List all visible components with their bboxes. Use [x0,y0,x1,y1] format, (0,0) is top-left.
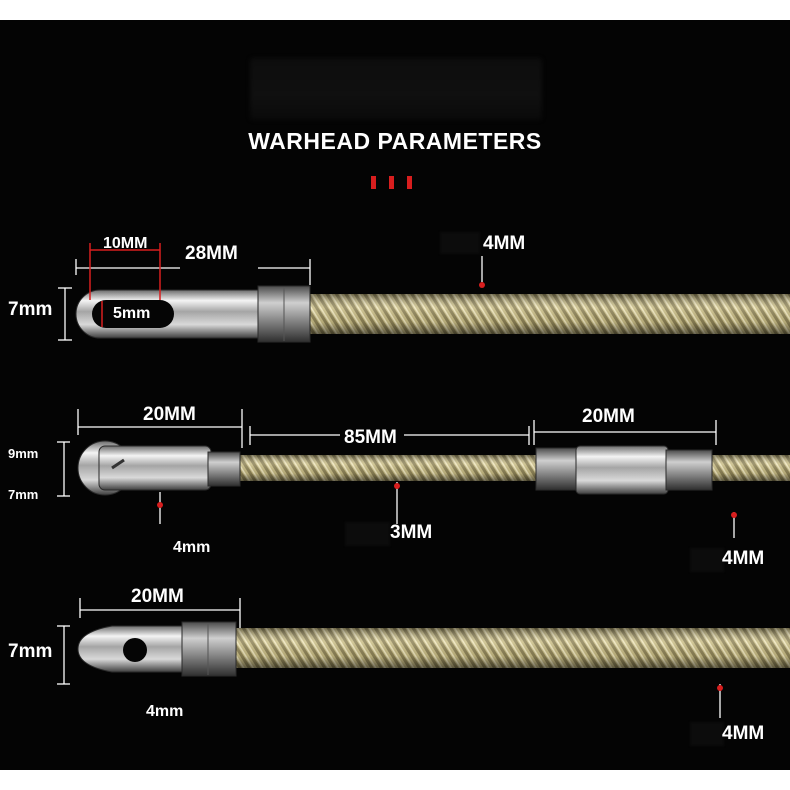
bullet-head [77,621,237,677]
span-length-label: 85MM [344,427,397,448]
dimension-lines-1 [58,256,483,341]
rope-1 [306,294,790,334]
red-tick-1 [371,176,376,189]
red-tick-2 [389,176,394,189]
label-backdrop [440,232,480,254]
marker-dot [717,685,723,691]
pin-diameter-label: 4mm [173,539,211,556]
total-length-label: 28MM [185,243,238,264]
rope-diameter-right-label: 4MM [722,548,765,569]
slot-dimension-lines [89,243,161,327]
marker-dot [394,483,400,489]
label-backdrop [690,548,724,572]
marker-dot [731,512,737,518]
page-title: WARHEAD PARAMETERS [248,128,542,154]
height-label: 7mm [8,299,53,320]
slot-length-label: 10MM [103,235,148,252]
coupler-length-label: 20MM [582,406,635,427]
label-backdrop [345,522,390,546]
height-bottom-label: 7mm [8,487,39,502]
slot-width-label: 5mm [113,305,151,322]
rope-diameter-label: 4MM [483,233,526,254]
loop-head [75,285,311,343]
marker-dot [479,282,485,288]
blurred-banner [250,58,542,120]
rope-3 [232,628,790,668]
marker-dot [157,502,163,508]
red-tick-3 [407,176,412,189]
height-label: 7mm [8,641,53,662]
head-length-label: 20MM [131,586,184,607]
rope-diameter-mid-label: 3MM [390,522,433,543]
head-length-label: 20MM [143,404,196,425]
height-top-label: 9mm [8,446,39,461]
coupler [535,445,713,495]
rope-diameter-label: 4MM [722,723,765,744]
label-backdrop [690,722,724,746]
swivel-head [77,440,241,496]
hole-diameter-label: 4mm [146,703,184,720]
